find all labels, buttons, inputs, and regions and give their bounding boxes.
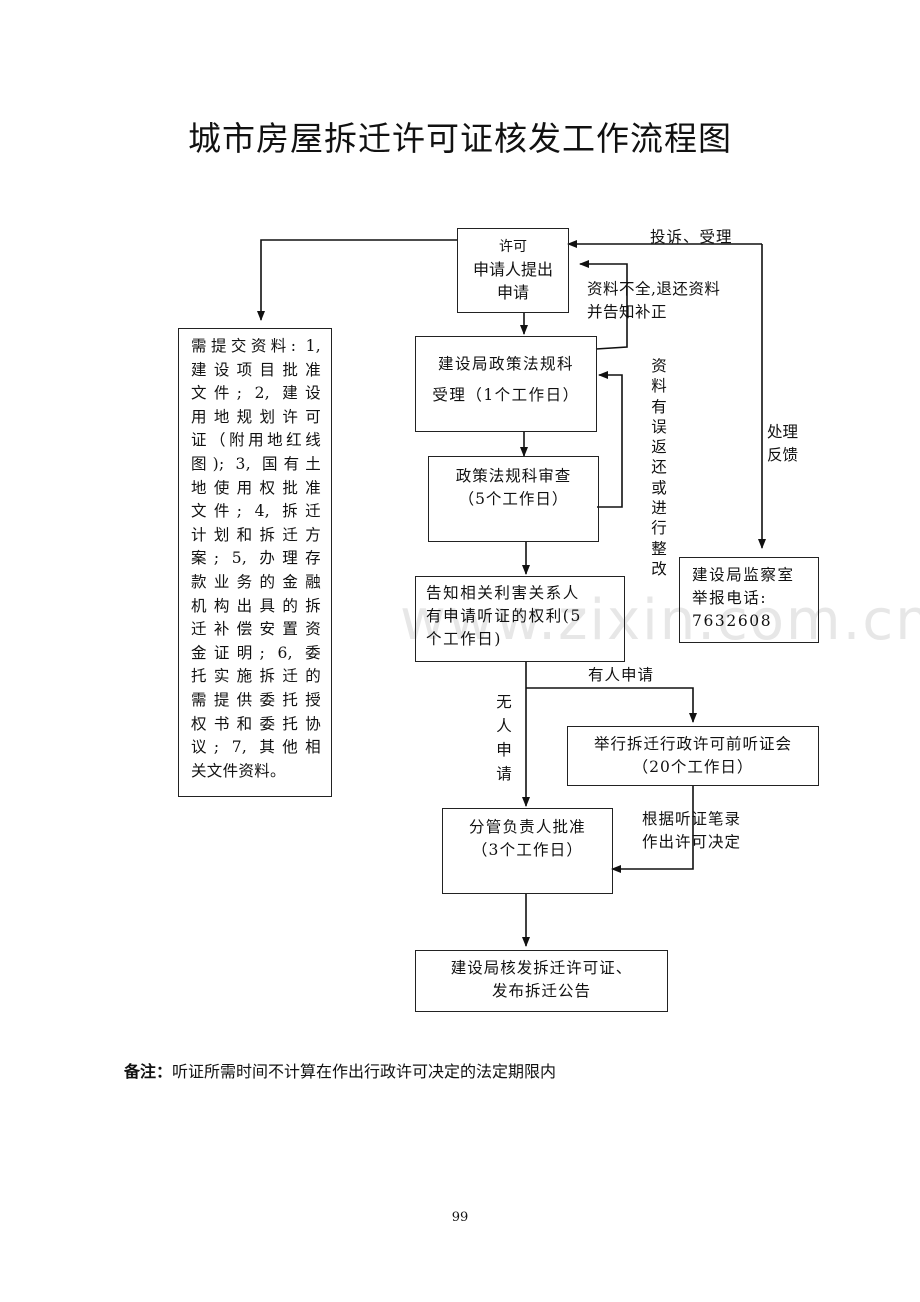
node-hearing-line: （20个工作日） bbox=[632, 758, 754, 776]
label-incomplete-line: 资料不全,退还资料 bbox=[587, 280, 721, 298]
node-supervision-line: 建设局监察室 bbox=[692, 566, 795, 584]
requirements-line: 图); 3, 国有土 bbox=[191, 454, 321, 473]
node-supervision-line: 举报电话: bbox=[692, 589, 768, 607]
node-notify-line: 个工作日) bbox=[426, 630, 503, 648]
label-incomplete: 资料不全,退还资料 并告知补正 bbox=[587, 278, 720, 324]
node-apply: 许可 申请人提出 申请 bbox=[457, 228, 569, 313]
requirements-line: 需提供委托授 bbox=[191, 690, 321, 709]
footnote-label: 备注： bbox=[124, 1062, 173, 1081]
requirements-line: 案; 5, 办理存 bbox=[191, 549, 321, 568]
requirements-line: 金证明; 6, 委 bbox=[191, 643, 321, 662]
requirements-line: 需提交资料: 1, bbox=[191, 337, 321, 355]
node-issue-line: 发布拆迁公告 bbox=[491, 982, 591, 1000]
requirements-line: 地使用权批准 bbox=[191, 478, 321, 497]
edge-error-return bbox=[597, 371, 623, 508]
footnote: 备注：听证所需时间不计算在作出行政许可决定的法定期限内 bbox=[124, 1058, 556, 1082]
requirements-line: 机构出具的拆 bbox=[191, 596, 321, 615]
node-approve: 分管负责人批准 （3个工作日） bbox=[442, 808, 613, 894]
node-issue-line: 建设局核发拆迁许可证、 bbox=[450, 959, 633, 977]
node-supervision: 建设局监察室 举报电话: 7632608 bbox=[679, 557, 819, 643]
edge-hearing-to-approve bbox=[611, 785, 694, 873]
node-hearing-line: 举行拆迁行政许可前听证会 bbox=[593, 735, 792, 753]
requirements-line: 证（附用地红线 bbox=[191, 431, 321, 450]
node-review-line: （5个工作日） bbox=[458, 490, 569, 508]
node-issue: 建设局核发拆迁许可证、 发布拆迁公告 bbox=[415, 950, 668, 1012]
node-requirements: 需提交资料: 1, 建设项目批准 文件; 2, 建设 用地规划许可 证（附用地红… bbox=[178, 328, 332, 797]
label-hearing-decision-line: 根据听证笔录 bbox=[642, 810, 742, 828]
node-approve-line: （3个工作日） bbox=[471, 841, 584, 859]
page-title: 城市房屋拆迁许可证核发工作流程图 bbox=[188, 119, 732, 158]
node-accept-line: 受理（1个工作日） bbox=[432, 386, 580, 404]
requirements-line: 文件; 4, 拆迁 bbox=[191, 502, 321, 521]
node-approve-line: 分管负责人批准 bbox=[469, 818, 586, 836]
requirements-line: 建设项目批准 bbox=[191, 360, 321, 379]
node-review-line: 政策法规科审查 bbox=[455, 467, 572, 485]
node-apply-line: 申请 bbox=[496, 283, 529, 302]
requirements-line: 款业务的金融 bbox=[191, 572, 321, 591]
node-accept-line: 建设局政策法规科 bbox=[437, 355, 574, 373]
label-feedback-line: 处理 bbox=[767, 423, 799, 441]
label-no-one-applies: 无人申请 bbox=[496, 693, 512, 783]
node-notify: 告知相关利害关系人 有申请听证的权利(5 个工作日) bbox=[415, 576, 625, 662]
requirements-line: 权书和委托协 bbox=[191, 714, 321, 733]
page-number: 99 bbox=[451, 1210, 469, 1225]
requirements-line: 用地规划许可 bbox=[191, 407, 321, 426]
node-notify-line: 有申请听证的权利(5 bbox=[426, 607, 582, 625]
node-accept: 建设局政策法规科 受理（1个工作日） bbox=[415, 336, 597, 432]
requirements-line: 议; 7, 其他相 bbox=[191, 738, 321, 757]
label-hearing-decision: 根据听证笔录 作出许可决定 bbox=[642, 808, 741, 854]
label-feedback: 处理 反馈 bbox=[767, 421, 798, 467]
node-apply-line: 许可 bbox=[499, 239, 527, 255]
node-notify-line: 告知相关利害关系人 bbox=[426, 584, 580, 602]
footnote-text: 听证所需时间不计算在作出行政许可决定的法定期限内 bbox=[172, 1062, 557, 1081]
label-complaint: 投诉、受理 bbox=[650, 228, 733, 246]
requirements-line: 计划和拆迁方 bbox=[191, 525, 321, 544]
label-feedback-line: 反馈 bbox=[767, 446, 799, 464]
label-error-return: 资料有误返还或进行整改 bbox=[651, 357, 667, 578]
node-supervision-line: 7632608 bbox=[692, 612, 773, 630]
label-incomplete-line: 并告知补正 bbox=[587, 303, 668, 321]
label-hearing-decision-line: 作出许可决定 bbox=[642, 833, 742, 851]
requirements-line: 迁补偿安置资 bbox=[191, 620, 321, 639]
requirements-line: 托实施拆迁的 bbox=[191, 667, 321, 686]
node-review: 政策法规科审查 （5个工作日） bbox=[428, 456, 599, 542]
requirements-line: 文件; 2, 建设 bbox=[191, 384, 321, 403]
requirements-line: 关文件资料。 bbox=[191, 761, 286, 780]
edge-someone-applies bbox=[526, 687, 697, 723]
edge-incomplete-return bbox=[579, 260, 628, 350]
node-hearing: 举行拆迁行政许可前听证会 （20个工作日） bbox=[567, 726, 819, 786]
edge-apply-to-requirements bbox=[257, 239, 457, 321]
node-apply-line: 申请人提出 bbox=[472, 260, 553, 279]
label-someone-applies: 有人申请 bbox=[588, 666, 655, 684]
